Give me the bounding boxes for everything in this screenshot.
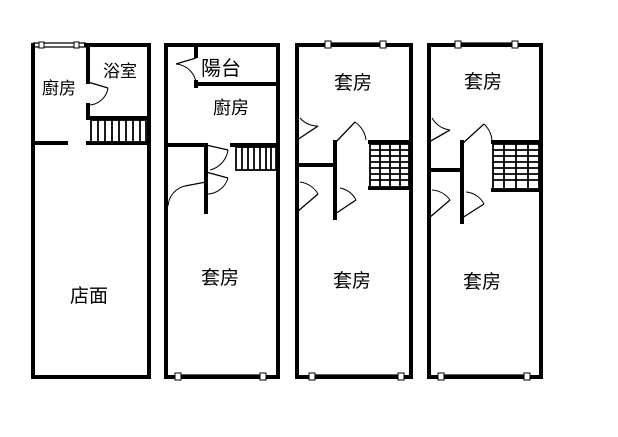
plan-4-inner-walls <box>427 140 543 224</box>
plan-4-outer-walls <box>427 43 543 379</box>
plan-1-bathroom-door <box>87 81 109 106</box>
plan-1-bathroom-walls <box>86 43 151 120</box>
plan-2-balcony-door <box>175 57 197 83</box>
plan-4-window-top <box>454 40 519 49</box>
plan-4-suite-top-label: 套房 <box>464 71 502 93</box>
plan-3-window-bottom <box>308 372 405 381</box>
plan-2-upper-floor: 陽台 廚房 套房 <box>164 43 280 381</box>
plan-3-window-top <box>324 40 387 49</box>
plan-3-outer-walls <box>295 43 413 379</box>
plan-2-balcony-walls <box>194 43 280 88</box>
plan-2-outer-walls <box>164 43 280 379</box>
plan-4-suites-floor: 套房 套房 <box>427 40 543 381</box>
plan-2-kitchen-walls <box>164 143 280 214</box>
plan-3-suites-floor: 套房 套房 <box>295 40 413 381</box>
plan-3-inner-walls <box>295 140 413 220</box>
plan-2-stairs <box>235 146 277 171</box>
plan-2-room-door <box>167 171 229 207</box>
plan-3-doors <box>296 117 367 215</box>
plan-1-kitchen-label: 廚房 <box>42 78 76 99</box>
plan-3-stairs <box>369 143 410 188</box>
plan-2-kitchen-label: 廚房 <box>213 97 249 119</box>
plan-1-bathroom-label: 浴室 <box>103 62 137 82</box>
plan-1-window-top <box>33 41 86 49</box>
plan-3-suite-top-label: 套房 <box>334 72 372 94</box>
plan-1-shop-label: 店面 <box>70 285 108 307</box>
plan-4-doors <box>428 117 493 219</box>
plan-4-window-bottom <box>437 372 531 381</box>
plan-2-balcony-label: 陽台 <box>201 56 241 80</box>
plan-4-stairs <box>492 143 540 190</box>
plan-2-suite-label: 套房 <box>201 267 239 289</box>
plan-4-suite-bottom-label: 套房 <box>463 271 501 293</box>
plan-2-window-bottom <box>174 372 267 381</box>
plan-2-kitchen-door <box>205 144 229 171</box>
plan-1-ground-floor: 廚房 浴室 店面 <box>31 41 151 379</box>
plan-1-outer-walls <box>31 43 151 379</box>
plan-3-suite-bottom-label: 套房 <box>333 270 371 292</box>
plan-1-stairs <box>90 119 147 143</box>
